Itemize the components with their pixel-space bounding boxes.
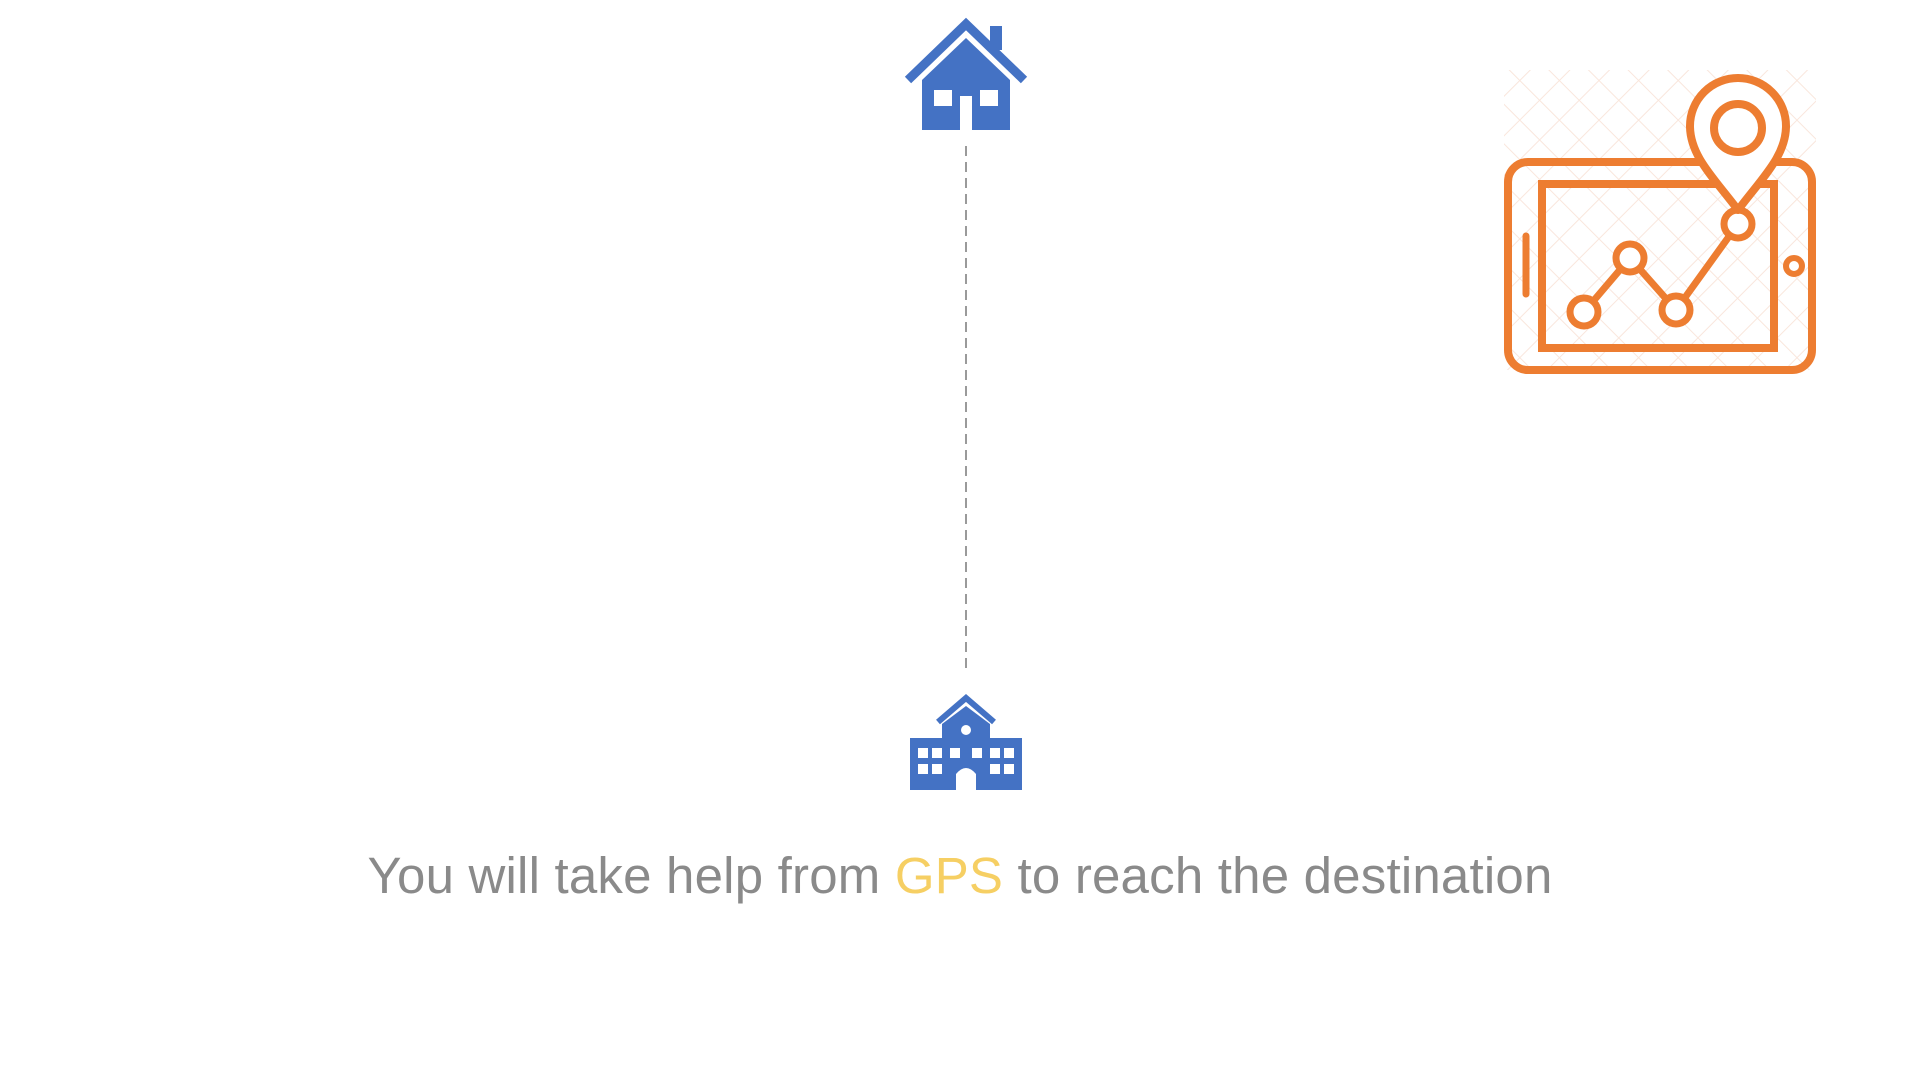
house-icon (904, 17, 1028, 130)
school-icon (910, 694, 1022, 790)
caption-text-before: You will take help from (367, 847, 895, 904)
caption-text-after: to reach the destination (1003, 847, 1553, 904)
gps-highlight: GPS (894, 847, 1004, 904)
caption-text: You will take help from GPS to reach the… (0, 846, 1920, 906)
route-dashed-line (965, 146, 967, 670)
phone-map-pin-icon (1504, 70, 1816, 374)
